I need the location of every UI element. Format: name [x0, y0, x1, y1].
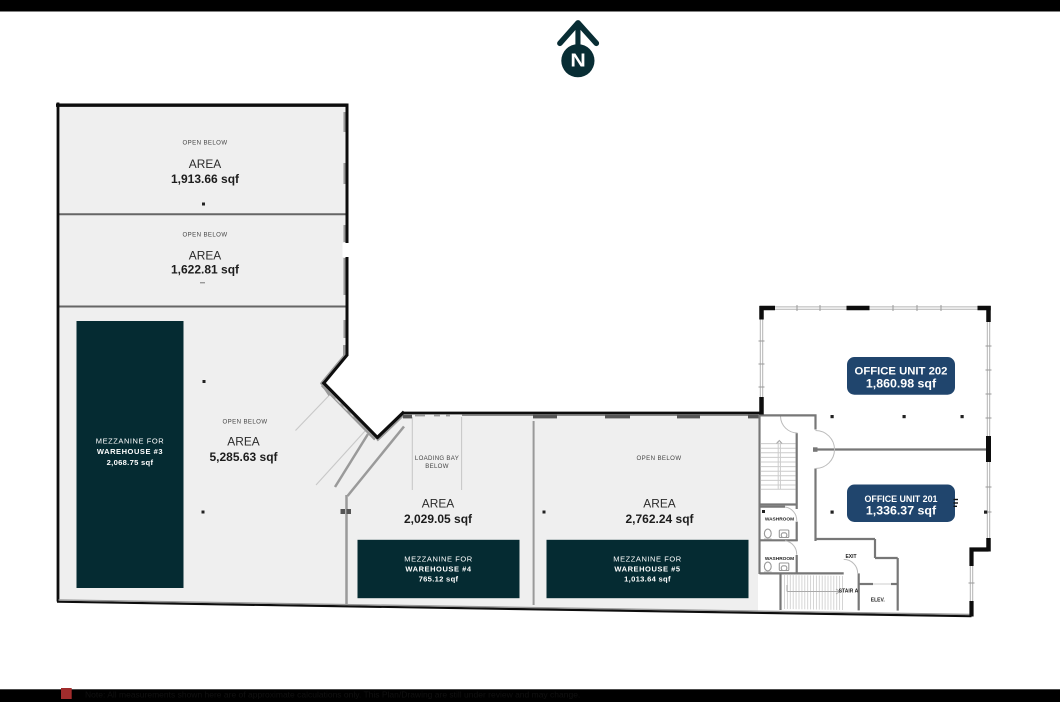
svg-text:765.12 sqf: 765.12 sqf [419, 575, 459, 584]
svg-text:ELEV.: ELEV. [871, 598, 886, 604]
svg-text:5,285.63 sqf: 5,285.63 sqf [209, 450, 278, 464]
svg-text:WAREHOUSE #4: WAREHOUSE #4 [405, 565, 471, 574]
svg-text:STAIR A: STAIR A [839, 589, 859, 595]
svg-text:AREA: AREA [189, 249, 221, 263]
svg-text:OPEN BELOW: OPEN BELOW [183, 140, 228, 147]
svg-text:MEZZANINE FOR: MEZZANINE FOR [404, 555, 472, 564]
svg-text:Note: All measurements shown h: Note: All measurements shown here are of… [85, 690, 580, 700]
svg-text:1,013.64 sqf: 1,013.64 sqf [624, 575, 671, 584]
svg-text:2,762.24 sqf: 2,762.24 sqf [625, 512, 694, 526]
svg-text:WAREHOUSE #3: WAREHOUSE #3 [97, 447, 163, 456]
svg-text:AREA: AREA [643, 497, 675, 511]
svg-text:OPEN BELOW: OPEN BELOW [637, 455, 682, 462]
svg-text:AREA: AREA [422, 497, 454, 511]
svg-text:1,336.37 sqf: 1,336.37 sqf [866, 504, 937, 518]
svg-text:WAREHOUSE #5: WAREHOUSE #5 [614, 565, 680, 574]
svg-text:1,913.66 sqf: 1,913.66 sqf [171, 172, 240, 186]
svg-text:WASHROOM: WASHROOM [765, 556, 794, 562]
svg-text:MEZZANINE FOR: MEZZANINE FOR [96, 437, 164, 446]
svg-text:OPEN BELOW: OPEN BELOW [183, 232, 228, 239]
svg-text:BELOW: BELOW [425, 463, 449, 470]
svg-text:2,068.75 sqf: 2,068.75 sqf [107, 458, 154, 467]
svg-text:1,622.81 sqf: 1,622.81 sqf [171, 263, 240, 277]
svg-text:EXIT: EXIT [845, 554, 856, 560]
svg-text:WASHROOM: WASHROOM [765, 517, 794, 523]
svg-text:N: N [570, 50, 585, 71]
svg-text:1,860.98 sqf: 1,860.98 sqf [866, 377, 937, 391]
svg-text:MEZZANINE FOR: MEZZANINE FOR [613, 555, 681, 564]
svg-text:OFFICE UNIT 201: OFFICE UNIT 201 [865, 494, 938, 504]
svg-text:2,029.05 sqf: 2,029.05 sqf [404, 512, 473, 526]
svg-text:OFFICE UNIT 202: OFFICE UNIT 202 [855, 366, 948, 378]
svg-text:AREA: AREA [189, 157, 221, 171]
svg-text:LOADING BAY: LOADING BAY [415, 455, 459, 462]
svg-text:OPEN BELOW: OPEN BELOW [223, 419, 268, 426]
svg-text:AREA: AREA [227, 435, 259, 449]
